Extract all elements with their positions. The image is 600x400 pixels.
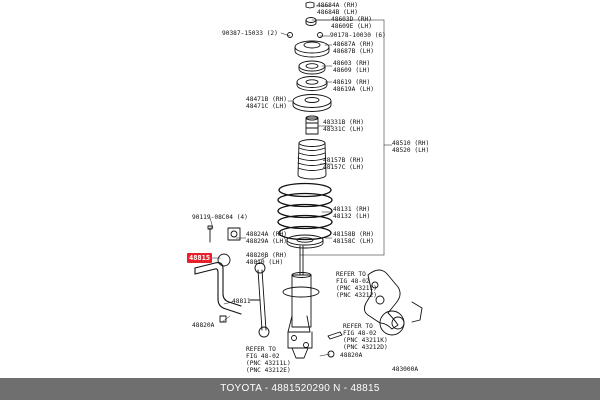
refer-upper-3: (PNC 43211) [336,285,377,292]
label-48158b: 48158B (RH) [333,231,374,238]
coil-spring [277,182,333,241]
label-90178: 90178-10030 (6) [330,32,386,39]
label-48824a: 48824A (RH) [246,231,287,238]
refer-right-1: REFER TO [343,323,373,330]
part-footer-bar: TOYOTA - 4881520290 N - 48815 [0,378,600,400]
label-48510: 48510 (RH) [392,140,430,147]
label-48811: 48811 [232,298,251,305]
label-48520: 48520 (LH) [392,147,430,154]
highlighted-part-number[interactable]: 48815 [187,253,213,263]
refer-upper-4: (PNC 43212) [336,292,377,299]
label-48157c: 48157C (LH) [323,164,364,171]
label-90119: 90119-08C04 (4) [192,214,248,221]
label-48619a: 48619A (LH) [333,86,374,93]
refer-upper-2: FIG 48-02 [336,278,370,285]
bound-bumper [305,115,319,135]
label-48158c: 48158C (LH) [333,238,374,245]
label-48820b: 48820B (RH) [246,252,287,259]
bearing [298,60,326,75]
label-48471c: 48471C (LH) [246,103,287,110]
dust-boot [297,139,327,180]
label-48132: 48132 (LH) [333,213,371,220]
label-48603: 48603 (RH) [333,60,371,67]
label-48619: 48619 (RH) [333,79,371,86]
steering-knuckle [363,269,423,336]
lower-insulator [286,234,324,249]
label-48820a-right: 48820A [340,352,363,359]
suspension-diagram [194,1,423,359]
shock-absorber [282,245,320,359]
upper-insulator [292,94,332,112]
figure-code: 483000A [392,366,419,373]
label-48157b: 48157B (RH) [323,157,364,164]
label-48603d: 48603D (RH) [331,16,372,23]
label-48687b: 48687B (LH) [333,48,374,55]
upper-support [294,40,330,58]
label-48684b: 48684B (LH) [317,9,358,16]
label-48471b: 48471B (RH) [246,96,287,103]
label-48820a-left: 48820A [192,322,215,329]
label-48609e: 48609E (LH) [331,23,372,30]
refer-left-2: FIG 48-02 [246,353,280,360]
refer-left-4: (PNC 43212E) [246,367,291,374]
top-nut-parts [287,1,323,38]
stabilizer-link [219,262,343,358]
stabilizer-bar [194,262,242,315]
label-48331c: 48331C (LH) [323,126,364,133]
refer-left-1: REFER TO [246,346,276,353]
spring-seat-upper [296,76,328,91]
label-48131: 48131 (RH) [333,206,371,213]
label-90387: 90387-15033 (2) [222,30,278,37]
label-48829a: 48829A (LH) [246,238,287,245]
refer-right-4: (PNC 43212D) [343,344,388,351]
label-48331b: 48331B (RH) [323,119,364,126]
label-48687a: 48687A (RH) [333,41,374,48]
refer-upper-1: REFER TO [336,271,366,278]
label-48609: 48609 (LH) [333,67,371,74]
label-48684a: 48684A (RH) [317,2,358,9]
refer-left-3: (PNC 43211L) [246,360,291,367]
stabilizer-bushing [207,225,241,267]
refer-right-3: (PNC 43211K) [343,337,388,344]
refer-right-2: FIG 48-02 [343,330,377,337]
label-48810: 48810 (LH) [246,259,284,266]
